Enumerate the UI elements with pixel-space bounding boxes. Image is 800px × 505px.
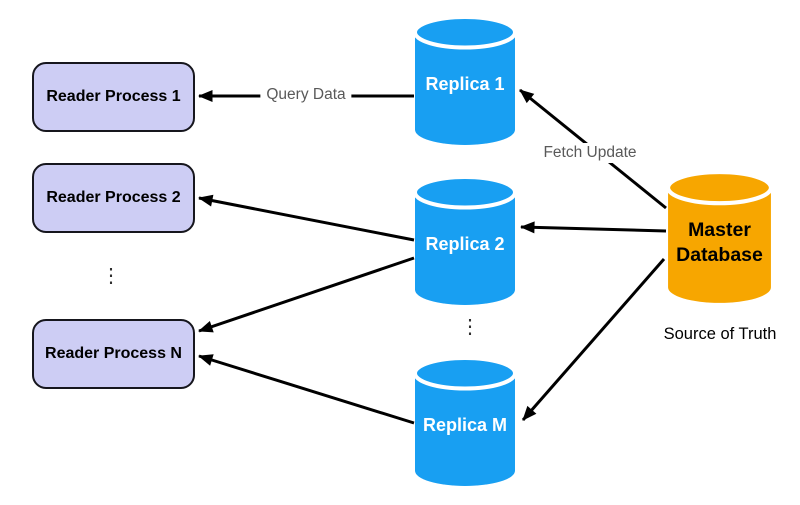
query-data-label: Query Data <box>260 85 352 105</box>
master-database-label: Master Database <box>676 219 763 266</box>
reader-process-2-label: Reader Process 2 <box>46 189 181 206</box>
replica-m-label: Replica M <box>422 414 508 435</box>
replicas-ellipsis: ⋮ <box>460 316 480 338</box>
master-database-node: Master Database <box>666 170 773 305</box>
database-cylinder-icon <box>666 170 773 303</box>
replica-1-label: Replica 1 <box>425 73 505 94</box>
cylinder-body <box>415 192 515 305</box>
cylinder-body <box>668 187 771 303</box>
cylinder-top-ellipse <box>413 15 517 50</box>
cylinder-top-ellipse <box>413 175 517 210</box>
database-cylinder-icon <box>413 175 517 305</box>
arrow-replica2-to-readerN <box>198 256 415 333</box>
reader-process-1-node: Reader Process 1 <box>32 62 195 132</box>
reader-process-2-node: Reader Process 2 <box>32 163 195 233</box>
reader-process-n-label: Reader Process N <box>45 345 182 362</box>
arrow-replica2-to-reader2 <box>198 194 415 242</box>
replica-1-node: Replica 1 <box>413 15 517 147</box>
reader-process-n-node: Reader Process N <box>32 319 195 389</box>
cylinder-body <box>415 32 515 145</box>
cylinder-top-ellipse <box>413 356 517 391</box>
database-cylinder-icon <box>413 15 517 145</box>
cylinder-body <box>415 373 515 486</box>
replica-2-node: Replica 2 <box>413 175 517 307</box>
arrow-master-to-replicaM <box>521 258 666 421</box>
replica-m-node: Replica M <box>413 356 517 488</box>
cylinder-top-ellipse <box>666 170 773 206</box>
arrow-master-to-replica2 <box>520 221 667 234</box>
fetch-update-label: Fetch Update <box>537 143 643 163</box>
reader-process-1-label: Reader Process 1 <box>46 88 181 105</box>
readers-ellipsis: ⋮ <box>101 265 121 287</box>
arrow-replicaM-to-readerN <box>198 354 415 425</box>
source-of-truth-caption: Source of Truth <box>663 325 777 343</box>
replica-2-label: Replica 2 <box>425 233 505 254</box>
database-cylinder-icon <box>413 356 517 486</box>
